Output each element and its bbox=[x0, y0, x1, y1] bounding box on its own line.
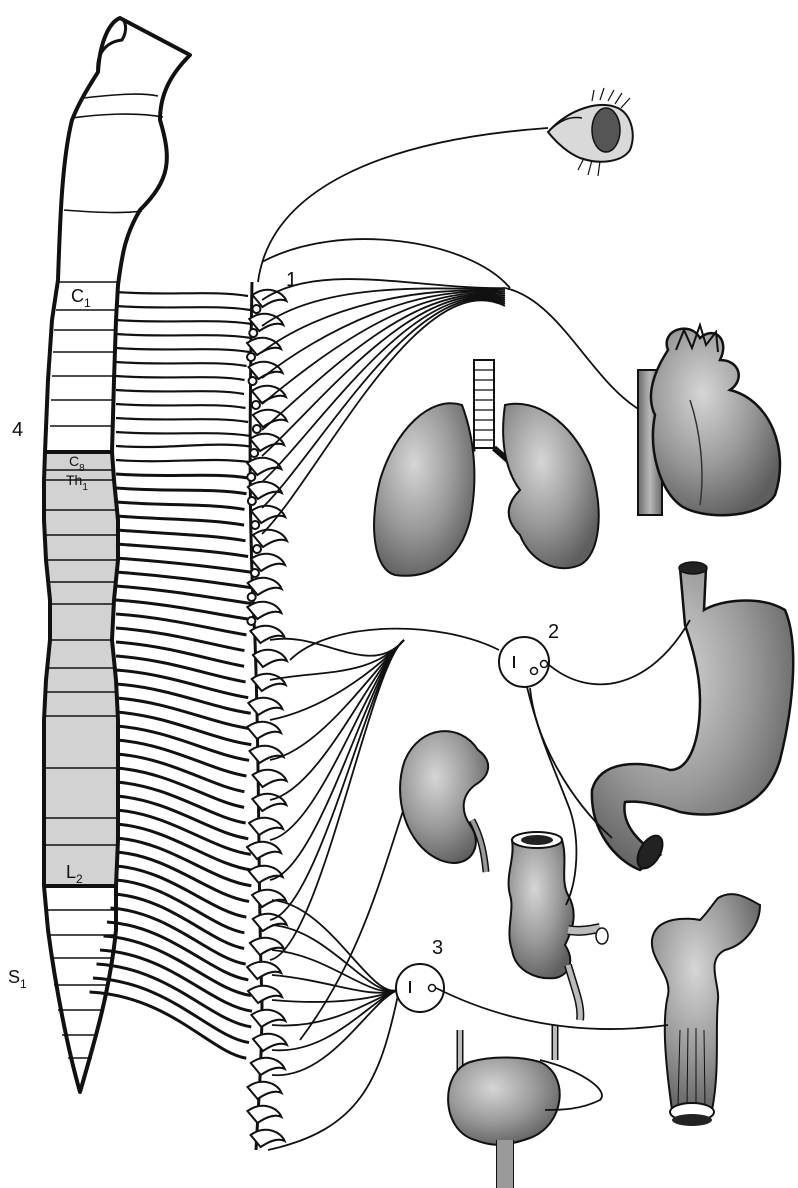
spinal-root bbox=[116, 530, 246, 541]
ramus-circle bbox=[249, 329, 257, 337]
ramus-circle bbox=[249, 377, 257, 385]
spinal-root bbox=[116, 558, 251, 572]
intestine-icon bbox=[509, 832, 608, 1020]
trunk-ganglion bbox=[253, 1034, 287, 1051]
bladder-icon bbox=[448, 1025, 560, 1188]
spinal-root bbox=[116, 404, 245, 408]
nerve-fiber bbox=[270, 640, 404, 720]
stomach-icon bbox=[592, 562, 793, 873]
label-2: 2 bbox=[548, 622, 559, 642]
ramus-circle bbox=[247, 617, 255, 625]
label-4: 4 bbox=[12, 420, 23, 440]
spinal-root bbox=[116, 614, 246, 635]
trunk-ganglion bbox=[253, 650, 287, 667]
label-1: 1 bbox=[286, 270, 297, 290]
segment-s1-main: S bbox=[8, 967, 20, 987]
spinal-root bbox=[116, 418, 248, 422]
trunk-ganglion bbox=[252, 890, 286, 907]
ramus-circle bbox=[252, 401, 260, 409]
segment-l2-sub: 2 bbox=[76, 872, 83, 886]
nerve-fiber bbox=[262, 292, 505, 378]
lungs-icon bbox=[374, 360, 599, 576]
ramus-circle bbox=[253, 545, 261, 553]
segment-c8-main: C bbox=[69, 453, 79, 469]
ramus-circle bbox=[250, 449, 258, 457]
trunk-ganglion bbox=[250, 938, 284, 955]
ramus-circle bbox=[251, 521, 259, 529]
spinal-root bbox=[116, 544, 248, 556]
colon-icon bbox=[652, 894, 760, 1126]
spinal-root bbox=[116, 334, 251, 338]
segment-label-c1: C1 bbox=[71, 287, 91, 309]
spinal-root bbox=[116, 362, 247, 366]
trunk-ganglion bbox=[250, 746, 284, 763]
spinal-root bbox=[116, 292, 248, 296]
spinal-root bbox=[116, 432, 251, 436]
trunk-ganglion bbox=[247, 722, 281, 739]
ganglion-2 bbox=[499, 637, 549, 687]
segment-label-s1: S1 bbox=[8, 968, 27, 990]
nerve-fiber bbox=[300, 808, 404, 1040]
segment-label-th1: Th1 bbox=[66, 473, 88, 493]
segment-label-l2: L2 bbox=[66, 863, 83, 885]
trunk-ganglion bbox=[251, 1010, 285, 1027]
segment-s1-sub: 1 bbox=[20, 977, 27, 991]
spinal-root bbox=[116, 445, 252, 447]
ramus-circle bbox=[247, 473, 255, 481]
trunk-ganglion bbox=[253, 914, 287, 931]
spinal-root bbox=[116, 376, 245, 380]
trunk-ganglion bbox=[247, 962, 281, 979]
spinal-root bbox=[116, 684, 251, 713]
spinal-root bbox=[116, 670, 248, 698]
nerve-fiber bbox=[270, 639, 404, 656]
ramus-circle bbox=[248, 497, 256, 505]
nerve-fiber bbox=[262, 295, 505, 430]
nerve-fiber bbox=[505, 288, 640, 410]
spinal-root bbox=[116, 516, 244, 525]
nerve-fiber bbox=[258, 128, 548, 282]
spinal-root bbox=[116, 306, 251, 310]
spinal-root bbox=[116, 656, 246, 682]
trunk-ganglion bbox=[248, 698, 282, 715]
spinal-root bbox=[116, 572, 252, 588]
trunk-ganglion bbox=[249, 818, 283, 835]
segment-th1-sub: 1 bbox=[82, 482, 88, 493]
spinal-cord bbox=[44, 18, 190, 1092]
segment-l2-main: L bbox=[66, 862, 76, 882]
spinal-root bbox=[116, 488, 247, 494]
ramus-circle bbox=[247, 353, 255, 361]
nerve-fibers bbox=[258, 128, 640, 1150]
segment-c1-sub: 1 bbox=[84, 296, 91, 310]
ramus-circle bbox=[253, 425, 261, 433]
nerve-fiber bbox=[270, 640, 404, 800]
trunk-ganglion bbox=[249, 866, 283, 883]
spinal-root bbox=[116, 810, 251, 854]
ramus-circle bbox=[251, 569, 259, 577]
spinal-root bbox=[116, 502, 244, 509]
segment-label-c8: C8 bbox=[69, 454, 85, 474]
ramus-circle bbox=[248, 593, 256, 601]
thoracolumbar-region bbox=[44, 452, 118, 886]
ramus-circle bbox=[252, 305, 260, 313]
spinal-root bbox=[116, 320, 252, 324]
nerve-fiber bbox=[272, 925, 398, 991]
spinal-root bbox=[116, 474, 249, 478]
heart-icon bbox=[638, 325, 780, 515]
trunk-ganglion bbox=[247, 1106, 281, 1123]
nerve-fiber bbox=[270, 640, 404, 760]
segment-c1-main: C bbox=[71, 286, 84, 306]
spinal-root bbox=[116, 348, 249, 352]
segment-th1-main: Th bbox=[66, 472, 82, 488]
kidney-icon bbox=[400, 731, 488, 872]
spinal-root bbox=[116, 460, 251, 462]
trunk-ganglion bbox=[251, 1058, 285, 1075]
eye-icon bbox=[548, 88, 633, 176]
trunk-ganglion bbox=[248, 1082, 282, 1099]
trunk-ganglion bbox=[247, 842, 281, 859]
label-3: 3 bbox=[432, 938, 443, 958]
spinal-root bbox=[116, 390, 244, 394]
